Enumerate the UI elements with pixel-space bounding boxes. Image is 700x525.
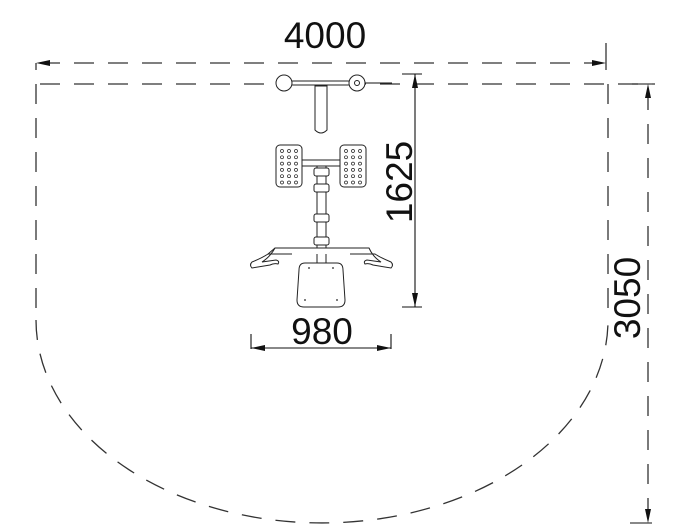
pedal-grip-hole	[344, 168, 348, 172]
dimension-width-4000: 4000	[35, 15, 607, 70]
pedal-grip-hole	[358, 155, 362, 160]
exercise-equipment	[250, 74, 393, 308]
pedal-grip-hole	[351, 161, 355, 166]
dimension-label-1625: 1625	[379, 141, 420, 223]
pedal-grip-hole	[294, 155, 298, 160]
right-pedal	[339, 144, 367, 188]
pedal-grip-hole	[287, 149, 291, 153]
pedal-grip-hole	[351, 174, 355, 179]
pedal-grip-hole	[358, 161, 362, 166]
pedal-grip-hole	[287, 168, 291, 172]
dimension-depth-3050: 3050	[607, 83, 652, 524]
pedal-grip-hole	[358, 180, 362, 185]
left-handle-knob	[275, 74, 293, 92]
handlebar	[250, 247, 393, 269]
pedal-grip-hole	[358, 149, 362, 153]
pedal-grip-hole	[287, 155, 291, 160]
pedal-grip-hole	[344, 180, 348, 185]
pedal-grip-hole	[294, 180, 298, 185]
pedal-grip-hole	[344, 149, 348, 153]
pedal-grip-hole	[344, 155, 348, 160]
pedal-grip-hole	[351, 180, 355, 185]
dimension-label-980: 980	[291, 311, 353, 352]
pedal-grip-hole	[280, 180, 284, 185]
pedal-grip-hole	[351, 168, 355, 172]
left-pedal	[275, 144, 303, 188]
pedal-grip-hole	[294, 161, 298, 166]
pedal-grip-hole	[280, 161, 284, 166]
pedal-grip-hole	[287, 180, 291, 185]
pedal-grip-hole	[294, 149, 298, 153]
pedal-grip-hole	[294, 174, 298, 179]
dimension-label-4000: 4000	[284, 15, 366, 56]
pedal-grip-hole	[344, 174, 348, 179]
pedal-grip-hole	[287, 161, 291, 166]
pedal-grip-hole	[280, 174, 284, 179]
seat	[296, 262, 346, 308]
dimension-length-1625: 1625	[379, 73, 422, 308]
pedal-grip-hole	[280, 155, 284, 160]
pedal-grip-hole	[287, 174, 291, 179]
pedal-grip-hole	[358, 168, 362, 172]
pedal-grip-hole	[280, 149, 284, 153]
pedal-grip-hole	[351, 149, 355, 153]
dimension-width-980: 980	[250, 311, 392, 352]
pedal-grip-hole	[294, 168, 298, 172]
pedal-grip-hole	[351, 155, 355, 160]
dimension-label-3050: 3050	[607, 257, 648, 339]
pedal-grip-hole	[280, 168, 284, 172]
pedal-grip-hole	[344, 161, 348, 166]
pedal-grip-hole	[358, 174, 362, 179]
